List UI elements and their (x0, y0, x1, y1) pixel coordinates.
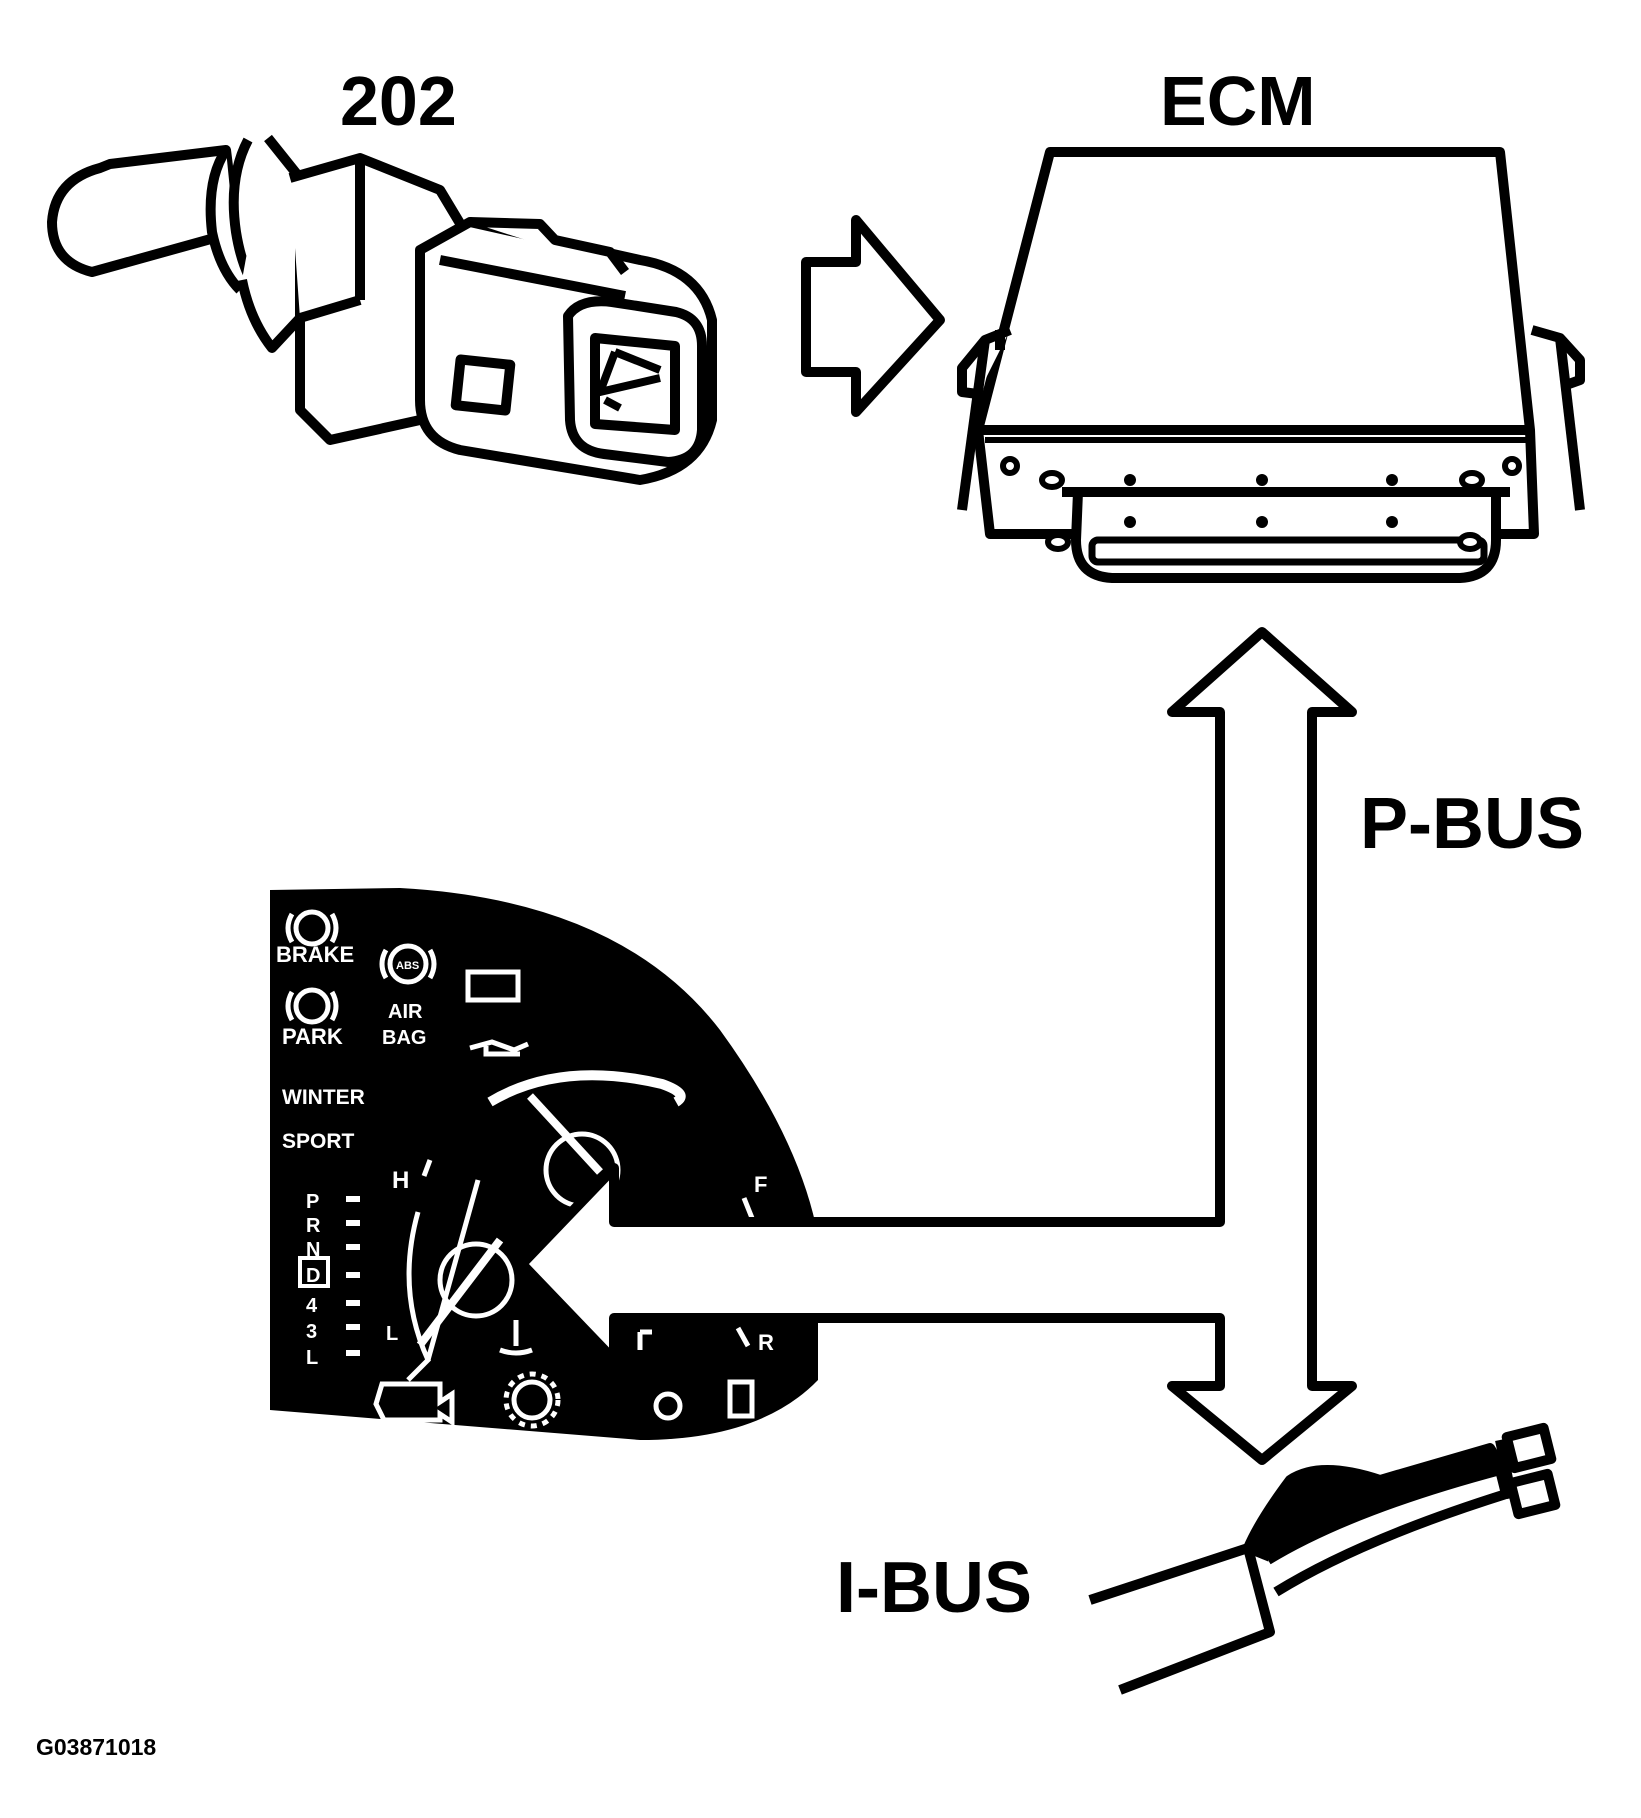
abs-label: ABS (396, 960, 419, 972)
coolant-icon (499, 1320, 533, 1356)
signal-arrow (801, 215, 945, 417)
temp-high-label: H (392, 1167, 409, 1194)
bus-arrow (517, 627, 1357, 1465)
warning-gear-icon (511, 1379, 553, 1421)
oil-pressure-icon (469, 1039, 529, 1057)
gear-n: N (306, 1239, 320, 1261)
park-warning-icon (293, 987, 331, 1025)
abs-warning-icon (387, 943, 429, 985)
gear-d-box (298, 1256, 330, 1288)
gear-3: 3 (306, 1321, 317, 1343)
gear-indicator-marks (346, 1196, 360, 1356)
gear-4: 4 (306, 1295, 318, 1317)
ecm-label: ECM (1160, 62, 1316, 140)
check-engine-icon (373, 1381, 455, 1427)
bag-label: BAG (382, 1027, 426, 1049)
ibus-label: I-BUS (836, 1548, 1032, 1628)
pbus-label: P-BUS (1360, 784, 1585, 864)
brake-label: BRAKE (276, 942, 354, 967)
air-label: AIR (388, 1001, 423, 1023)
instrument-cluster: BRAKE PARK AIR BAG ABS WINTER SPORT H L … (270, 888, 818, 1440)
ibus-wiring-harness (1088, 1422, 1561, 1695)
temp-gauge-hub (437, 1241, 515, 1319)
winter-label: WINTER (282, 1086, 365, 1109)
gear-l: L (306, 1347, 318, 1369)
gear-p: P (306, 1191, 319, 1213)
gear-d: D (306, 1265, 320, 1287)
battery-icon (465, 969, 521, 1003)
fuel-reserve-label: R (758, 1330, 774, 1355)
park-label: PARK (282, 1024, 343, 1049)
fuel-pump-icon (727, 1379, 755, 1419)
sensor-label: 202 (340, 62, 457, 140)
figure-id: G03871018 (36, 1734, 157, 1760)
gear-r: R (306, 1215, 321, 1237)
coolant-temp-sensor (47, 134, 717, 485)
brake-warning-icon (293, 909, 331, 947)
headlight-icon (653, 1391, 683, 1421)
fuel-full-label: F (754, 1172, 767, 1197)
sport-label: SPORT (282, 1130, 355, 1153)
ecm-module (957, 147, 1585, 583)
temp-low-label: L (386, 1323, 398, 1345)
